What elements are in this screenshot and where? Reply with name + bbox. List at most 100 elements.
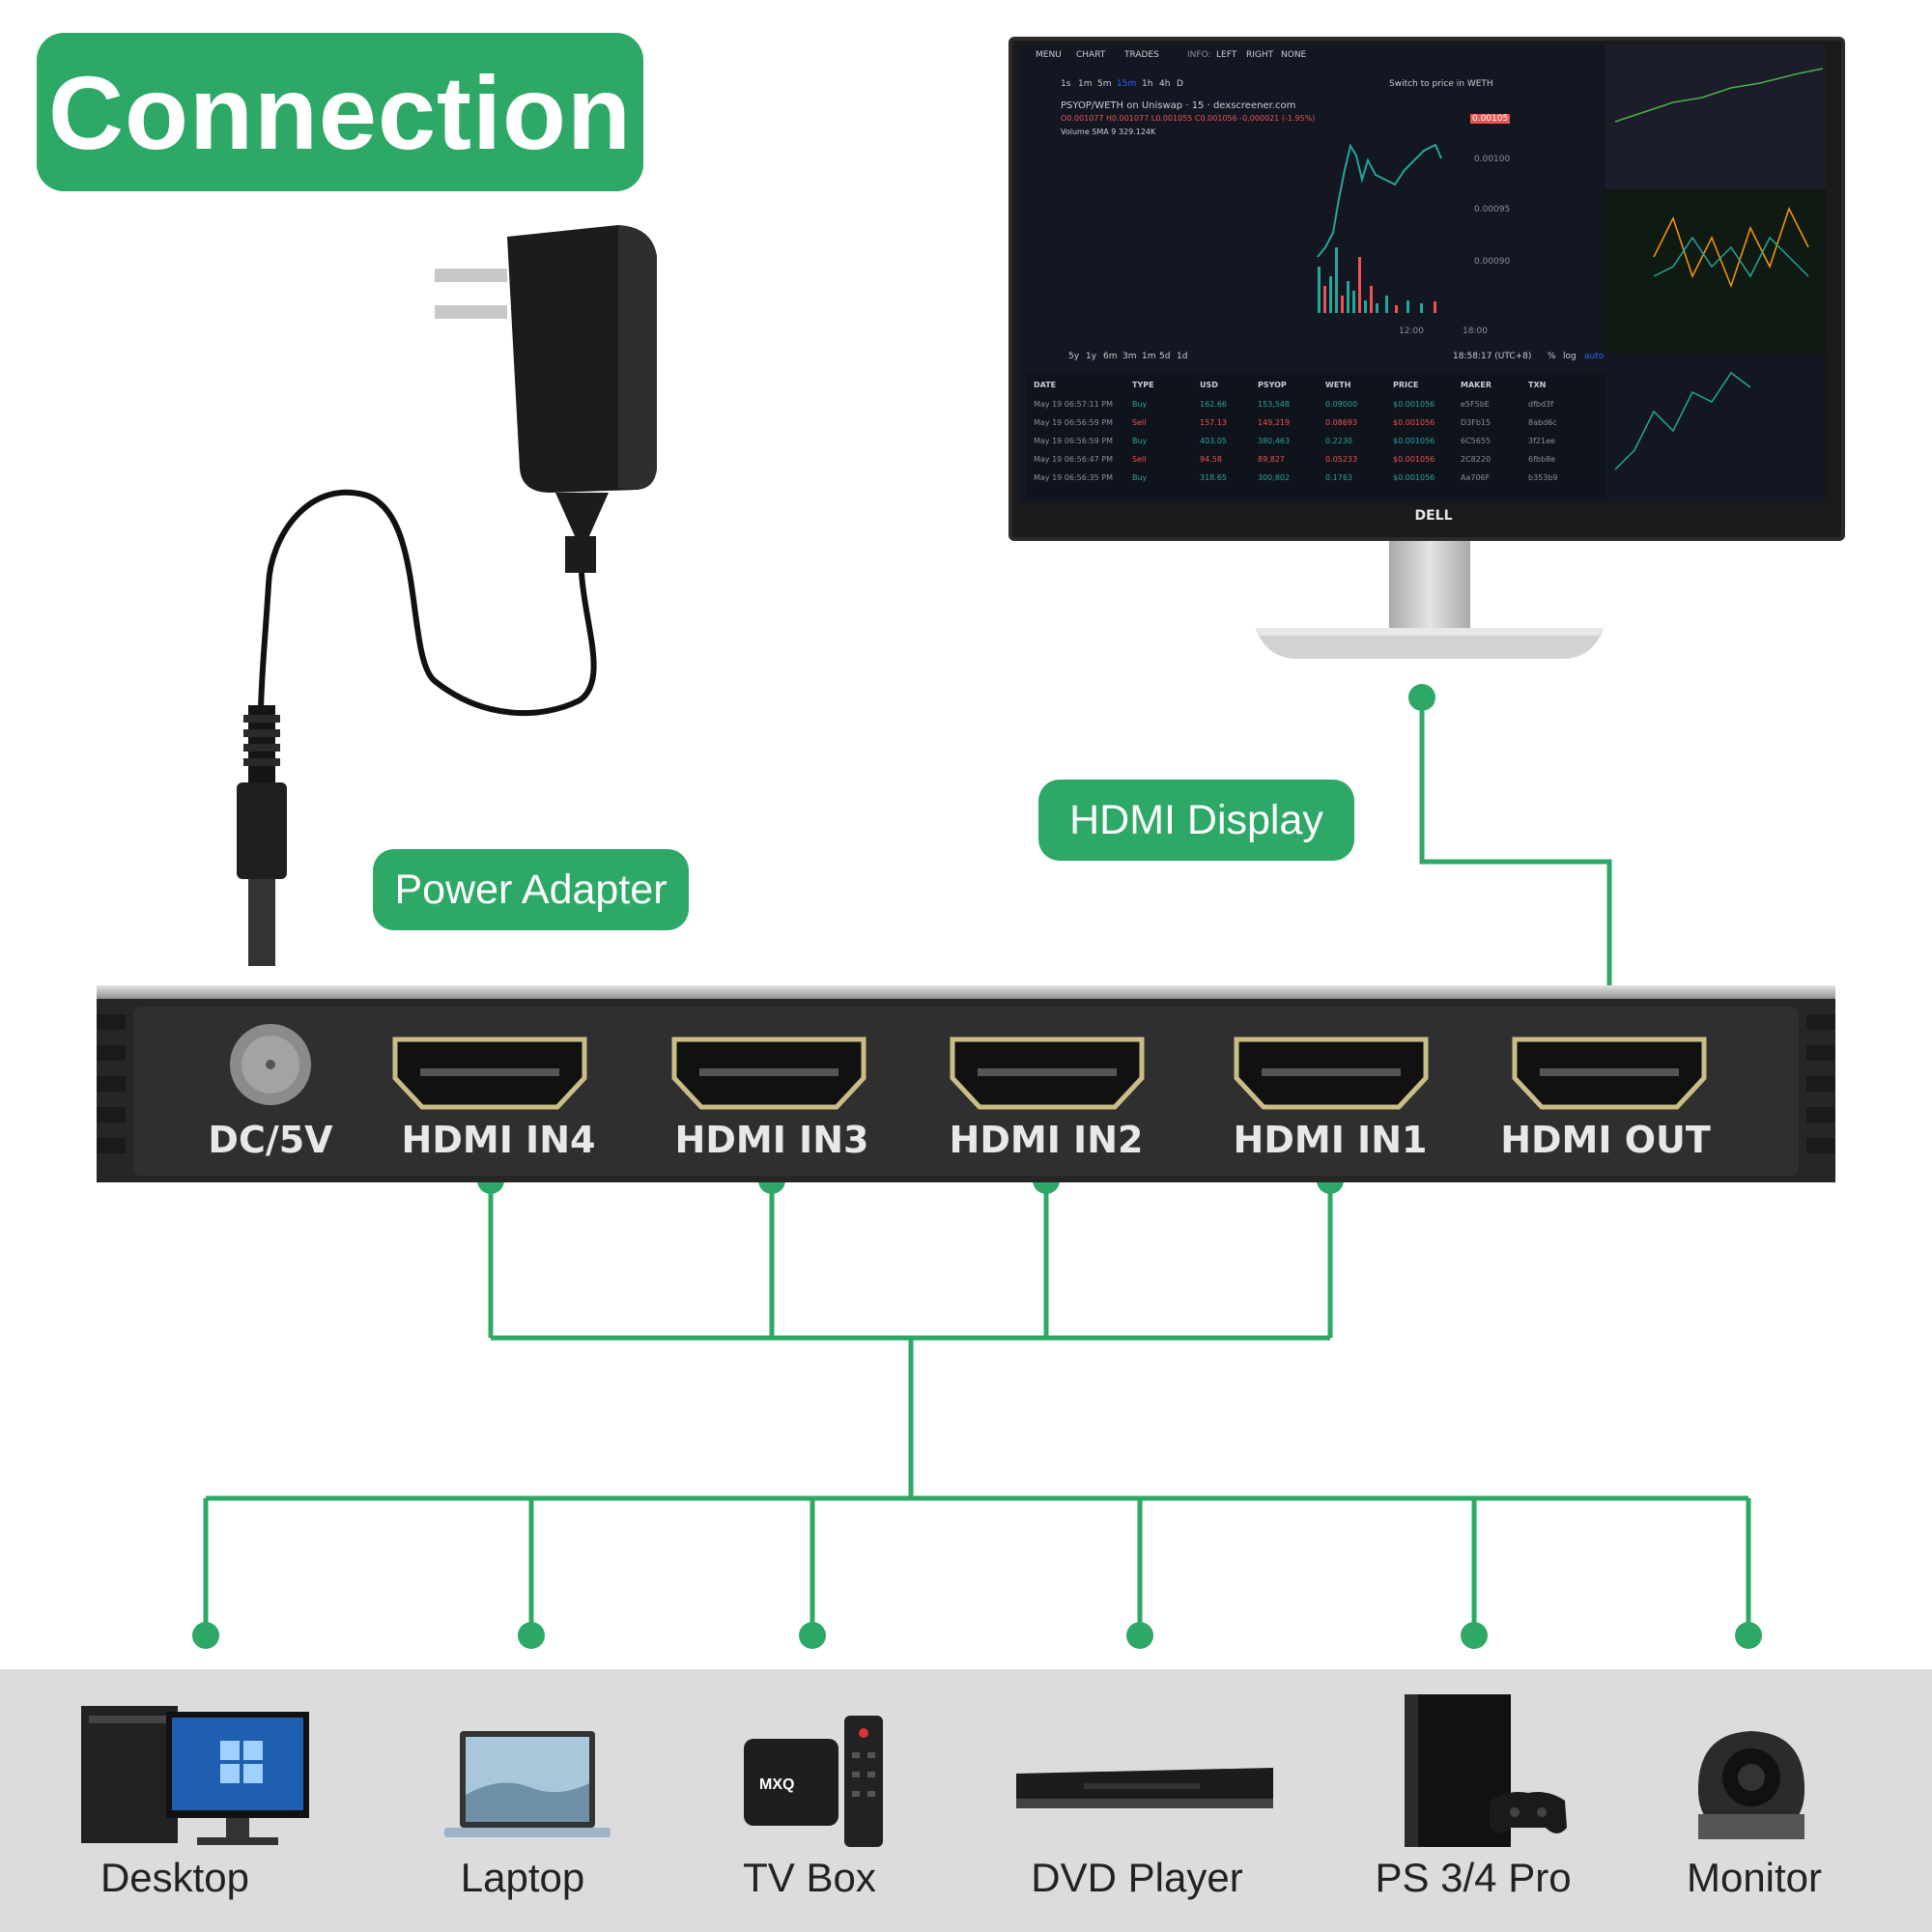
table-cell: May 19 06:56:35 PM bbox=[1034, 473, 1114, 482]
price-axis-3: 0.00090 bbox=[1474, 257, 1511, 267]
range-7: 1d bbox=[1177, 352, 1188, 361]
table-cell: dfbd3f bbox=[1528, 400, 1553, 409]
price-chart bbox=[1317, 143, 1442, 313]
scale-2: log bbox=[1563, 352, 1577, 361]
table-header-date[interactable]: DATE bbox=[1034, 381, 1057, 389]
tf-5: 1h bbox=[1142, 79, 1153, 89]
table-cell: 149,219 bbox=[1258, 418, 1291, 427]
power-adapter-label: Power Adapter bbox=[373, 849, 689, 930]
tf-3: 5m bbox=[1097, 79, 1112, 89]
dot-dvd bbox=[1126, 1622, 1153, 1649]
port-label-dc: DC/5V bbox=[208, 1119, 333, 1161]
price-tag: 0.00105 bbox=[1470, 114, 1511, 124]
volume-bars bbox=[1318, 247, 1436, 313]
table-header-psyop[interactable]: PSYOP bbox=[1258, 381, 1287, 389]
table-header-weth[interactable]: WETH bbox=[1325, 381, 1351, 389]
monitor-screen: MENU CHART TRADES INFO: LEFT RIGHT NONE … bbox=[1018, 44, 1826, 502]
screen-menu-1: MENU bbox=[1036, 50, 1062, 60]
screen-menu-6: RIGHT bbox=[1246, 50, 1274, 60]
ps-console-icon bbox=[1405, 1694, 1567, 1847]
table-cell: 0.09000 bbox=[1325, 400, 1358, 409]
tf-2: 1m bbox=[1078, 79, 1093, 89]
table-cell: 0.1763 bbox=[1325, 473, 1352, 482]
dell-logo: DELL bbox=[1414, 508, 1453, 524]
table-cell: 300,802 bbox=[1258, 473, 1291, 482]
table-cell: D3Fb15 bbox=[1461, 418, 1492, 427]
hdmi-port-in3 bbox=[671, 1037, 867, 1110]
range-5: 1m bbox=[1142, 352, 1156, 361]
device-label-tvbox: TV Box bbox=[743, 1855, 876, 1900]
laptop-icon bbox=[444, 1731, 611, 1837]
trades-table: DATE TYPE USD PSYOP WETH PRICE MAKER TXN May 19… bbox=[1026, 373, 1605, 498]
port-label-in2: HDMI IN2 bbox=[949, 1119, 1144, 1161]
table-cell: $0.001056 bbox=[1393, 437, 1435, 445]
table-cell: e5F5bE bbox=[1461, 400, 1490, 409]
table-cell: May 19 06:56:47 PM bbox=[1034, 455, 1114, 464]
power-adapter-icon bbox=[237, 225, 657, 966]
hdmi-port-out bbox=[1512, 1037, 1707, 1110]
table-cell: 153,548 bbox=[1258, 400, 1291, 409]
table-cell: $0.001056 bbox=[1393, 455, 1435, 464]
hdmi-display-label: HDMI Display bbox=[1038, 780, 1354, 861]
table-cell: 0.08693 bbox=[1325, 418, 1358, 427]
hdmi-port-in2 bbox=[950, 1037, 1145, 1110]
dot-monitor bbox=[1735, 1622, 1762, 1649]
screen-menu-3: TRADES bbox=[1124, 50, 1159, 60]
table-cell: Aa706F bbox=[1461, 473, 1491, 482]
tf-6: 4h bbox=[1159, 79, 1171, 89]
table-cell: $0.001056 bbox=[1393, 418, 1435, 427]
table-cell: 2C8220 bbox=[1461, 455, 1492, 464]
table-cell: Sell bbox=[1132, 418, 1147, 427]
table-cell: May 19 06:56:59 PM bbox=[1034, 437, 1114, 445]
table-cell: 6fbb8e bbox=[1528, 455, 1556, 464]
volume-text: Volume SMA 9 329.124K bbox=[1061, 128, 1156, 136]
table-header-usd[interactable]: USD bbox=[1200, 381, 1218, 389]
dot-laptop bbox=[518, 1622, 545, 1649]
table-cell: 6C5655 bbox=[1461, 437, 1492, 445]
table-header-txn[interactable]: TXN bbox=[1528, 381, 1547, 389]
connection-title: Connection bbox=[37, 33, 643, 191]
time-axis-1: 12:00 bbox=[1399, 327, 1424, 336]
screen-menu-4: INFO: bbox=[1187, 50, 1211, 60]
dot-ps bbox=[1461, 1622, 1488, 1649]
table-cell: $0.001056 bbox=[1393, 473, 1435, 482]
hdmi-port-in1 bbox=[1234, 1037, 1429, 1110]
tf-1: 1s bbox=[1061, 79, 1071, 89]
table-cell: Sell bbox=[1132, 455, 1147, 464]
device-label-monitor: Monitor bbox=[1686, 1855, 1823, 1900]
tf-4: 15m bbox=[1117, 79, 1137, 89]
hdmi-out-to-display-line bbox=[1419, 697, 1612, 1016]
hdmi-port-in4 bbox=[392, 1037, 587, 1110]
switch-price-text: Switch to price in WETH bbox=[1389, 79, 1493, 89]
table-header-maker[interactable]: MAKER bbox=[1461, 381, 1492, 389]
table-cell: 89,827 bbox=[1258, 455, 1285, 464]
tf-7: D bbox=[1177, 79, 1183, 89]
dot-tvbox bbox=[799, 1622, 826, 1649]
table-cell: 157.13 bbox=[1200, 418, 1227, 427]
table-cell: May 19 06:56:59 PM bbox=[1034, 418, 1114, 427]
table-cell: b353b9 bbox=[1528, 473, 1558, 482]
screen-menu-2: CHART bbox=[1076, 50, 1106, 60]
table-cell: 162.66 bbox=[1200, 400, 1227, 409]
ohlc-text: O0.001077 H0.001077 L0.001055 C0.001056 … bbox=[1061, 114, 1316, 123]
table-cell: 0.05233 bbox=[1325, 455, 1358, 464]
device-band bbox=[0, 1669, 1932, 1932]
range-4: 3m bbox=[1122, 352, 1137, 361]
table-header-price[interactable]: PRICE bbox=[1393, 381, 1419, 389]
clock-text: 18:58:17 (UTC+8) bbox=[1453, 352, 1532, 361]
table-cell: 403.05 bbox=[1200, 437, 1227, 445]
dvd-player-icon bbox=[1016, 1768, 1273, 1808]
time-axis-2: 18:00 bbox=[1463, 327, 1488, 336]
price-axis-2: 0.00095 bbox=[1474, 205, 1511, 214]
pair-text: PSYOP/WETH on Uniswap · 15 · dexscreener… bbox=[1061, 100, 1296, 111]
dot-display bbox=[1408, 684, 1435, 711]
port-label-out: HDMI OUT bbox=[1500, 1119, 1711, 1161]
table-cell: 0.2230 bbox=[1325, 437, 1352, 445]
port-label-in3: HDMI IN3 bbox=[674, 1119, 869, 1161]
range-2: 1y bbox=[1086, 352, 1097, 361]
port-label-in1: HDMI IN1 bbox=[1233, 1119, 1428, 1161]
range-1: 5y bbox=[1068, 352, 1080, 361]
table-cell: Buy bbox=[1132, 473, 1148, 482]
svg-text:MXQ: MXQ bbox=[759, 1776, 794, 1793]
table-header-type[interactable]: TYPE bbox=[1132, 381, 1154, 389]
